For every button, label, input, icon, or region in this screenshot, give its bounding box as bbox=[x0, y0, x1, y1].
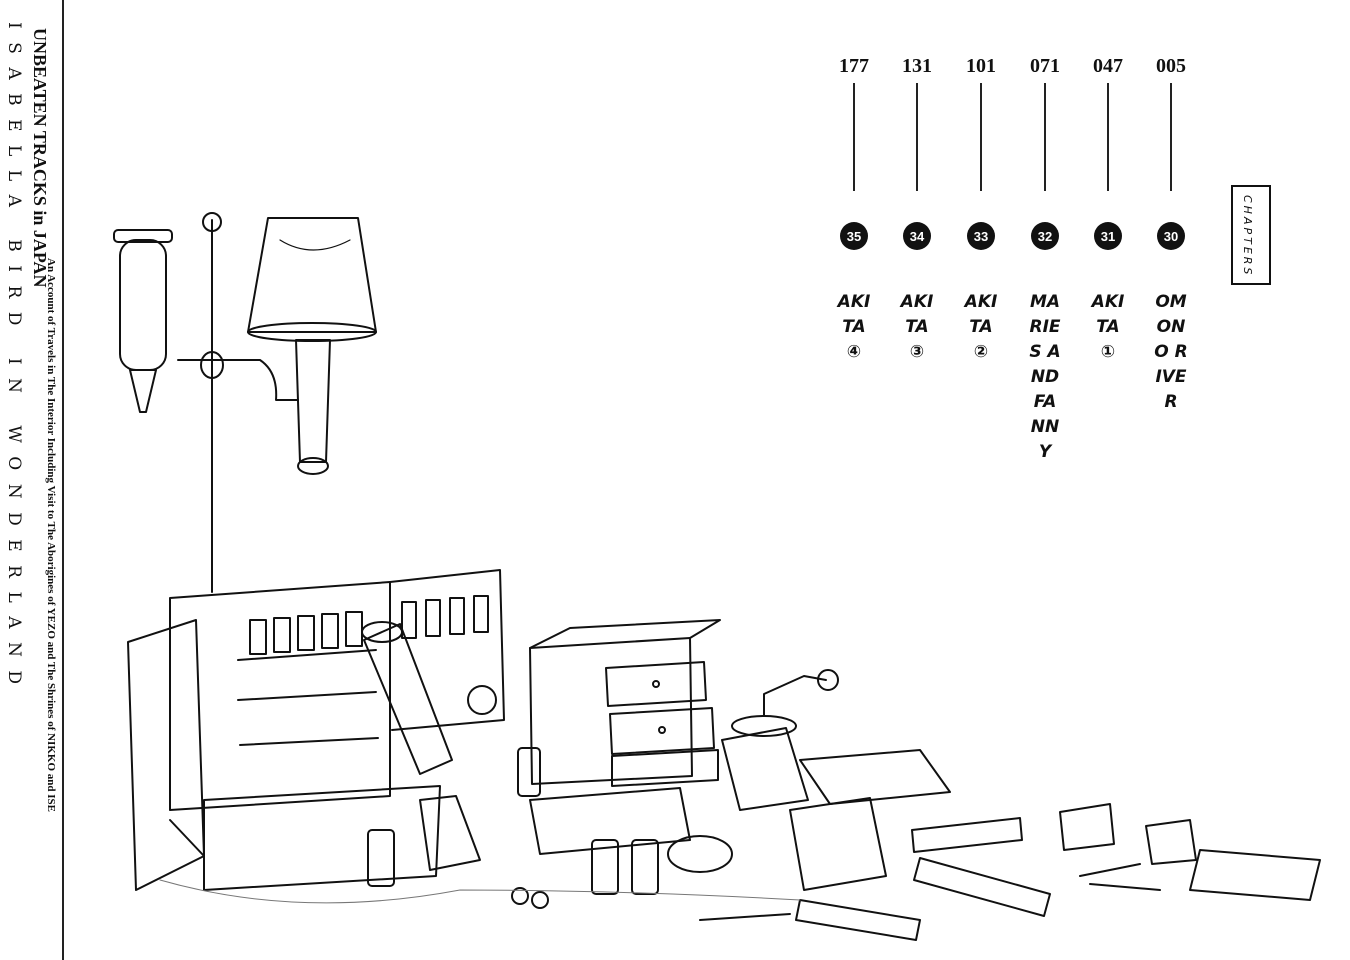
book-title: UNBEATEN TRACKS in JAPAN bbox=[30, 28, 50, 288]
bottles-illustration bbox=[367, 747, 659, 895]
chapter-page-number: 071 bbox=[1030, 55, 1060, 77]
scrolls-and-tools-illustration bbox=[511, 803, 1321, 941]
leader-line bbox=[1170, 83, 1172, 191]
chapter-page-number: 131 bbox=[902, 55, 932, 77]
microscope-illustration bbox=[361, 621, 497, 871]
desk-still-life-illustration bbox=[113, 212, 1321, 941]
drawer-chest-illustration bbox=[529, 619, 721, 787]
coffee-grinder-illustration bbox=[721, 669, 839, 811]
chapter-number-badge: 33 bbox=[967, 222, 995, 250]
chapter-title: Akita ② bbox=[964, 292, 998, 362]
spine-band: ISABELLA BIRD in WONDERLAND UNBEATEN TRA… bbox=[0, 0, 64, 960]
leader-line bbox=[980, 83, 982, 191]
chapter-entry[interactable]: 101 33 Akita ② bbox=[951, 50, 1011, 610]
tray-and-books-illustration bbox=[529, 749, 951, 891]
series-title: ISABELLA BIRD in WONDERLAND bbox=[4, 22, 24, 698]
chapter-number-badge: 34 bbox=[903, 222, 931, 250]
chapters-heading: Chapters bbox=[1241, 195, 1254, 278]
chapters-heading-box: Chapters bbox=[1231, 185, 1271, 285]
chapter-number-badge: 35 bbox=[840, 222, 868, 250]
leader-line bbox=[1107, 83, 1109, 191]
chapter-entry[interactable]: 005 30 Omono River bbox=[1141, 50, 1201, 610]
chapter-page-number: 101 bbox=[966, 55, 996, 77]
chapter-title: Omono River bbox=[1154, 292, 1188, 412]
chapter-list: 177 35 Akita ④ 131 34 Akita ③ 101 33 Aki… bbox=[820, 50, 1210, 610]
chapter-title: Maries and Fanny bbox=[1029, 292, 1061, 462]
chapter-title: Akita ④ bbox=[837, 292, 871, 362]
leader-line bbox=[916, 83, 918, 191]
medicine-cabinet-illustration bbox=[127, 569, 505, 891]
chapter-page-number: 005 bbox=[1156, 55, 1186, 77]
chapter-page-number: 047 bbox=[1093, 55, 1123, 77]
chapter-title: Akita ① bbox=[1091, 292, 1125, 362]
leader-line bbox=[1044, 83, 1046, 191]
chapter-number-badge: 32 bbox=[1031, 222, 1059, 250]
leader-line bbox=[853, 83, 855, 191]
chapter-entry[interactable]: 047 31 Akita ① bbox=[1078, 50, 1138, 610]
chapter-entry[interactable]: 071 32 Maries and Fanny bbox=[1015, 50, 1075, 610]
chapter-number-badge: 30 bbox=[1157, 222, 1185, 250]
chapter-entry[interactable]: 131 34 Akita ③ bbox=[887, 50, 947, 610]
chapter-title: Akita ③ bbox=[900, 292, 934, 362]
book-subtitle: An Account of Travels in The Interior In… bbox=[45, 258, 57, 812]
chapter-number-badge: 31 bbox=[1094, 222, 1122, 250]
chapter-page-number: 177 bbox=[839, 55, 869, 77]
chapter-entry[interactable]: 177 35 Akita ④ bbox=[824, 50, 884, 610]
lamp-illustration bbox=[113, 212, 377, 593]
